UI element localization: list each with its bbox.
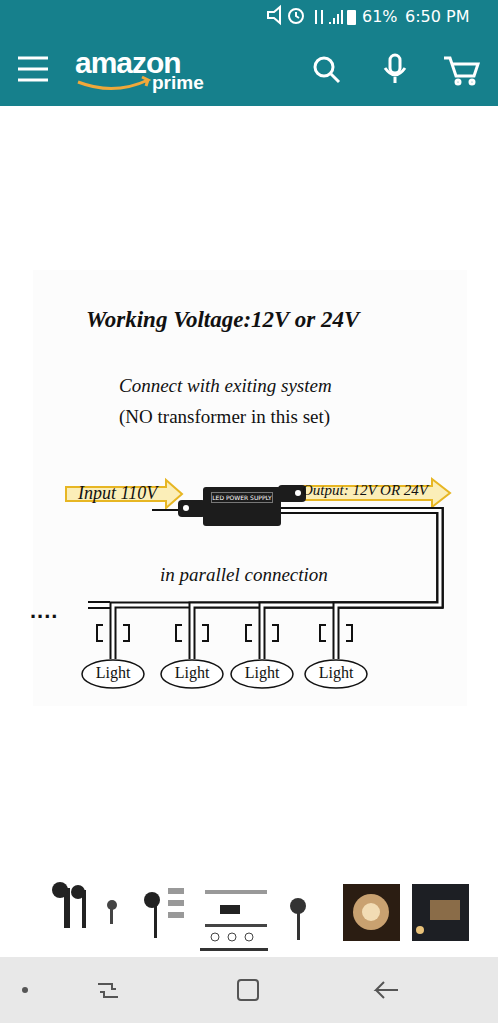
app-header xyxy=(0,0,498,106)
light-label: Light xyxy=(81,664,145,682)
cart-icon xyxy=(444,58,478,76)
input-label: Input 110V xyxy=(78,483,157,504)
menu-icon xyxy=(18,58,48,80)
cable-outer xyxy=(113,510,440,659)
light-ellipse-shape xyxy=(161,660,223,688)
light-ellipse: Light xyxy=(81,659,145,689)
light-label: Light xyxy=(160,664,224,682)
clock-time: 6:50 PM xyxy=(405,8,469,26)
output-arrow xyxy=(300,479,450,507)
cable-arrow-path xyxy=(113,510,440,659)
input-arrow xyxy=(66,480,182,508)
cart-icon xyxy=(470,80,474,84)
light-ellipse: Light xyxy=(230,659,294,689)
mounting-hole xyxy=(295,490,301,496)
recents-icon xyxy=(98,984,118,997)
device-label: LED POWER SUPPLY xyxy=(211,492,273,503)
thumbnail-strip xyxy=(52,882,469,951)
brand-sublogo: prime xyxy=(152,72,204,94)
drop-brackets xyxy=(97,625,352,641)
battery-percent: 61% xyxy=(362,8,398,26)
light-ellipse: Light xyxy=(304,659,368,689)
light-label: Light xyxy=(304,664,368,682)
mic-icon xyxy=(390,55,400,73)
light-ellipse-shape xyxy=(231,660,293,688)
nav-bar xyxy=(0,957,498,1023)
cable-connector xyxy=(113,510,440,659)
bus-wire xyxy=(88,602,110,608)
note-text: Connect with exiting system xyxy=(119,375,332,397)
search-icon xyxy=(331,74,339,82)
light-ellipse-shape xyxy=(82,660,144,688)
connection-note: in parallel connection xyxy=(160,564,328,586)
light-ellipse: Light xyxy=(160,659,224,689)
home-icon xyxy=(238,980,258,1000)
search-icon xyxy=(315,58,333,76)
cable-inner xyxy=(113,510,440,659)
product-image xyxy=(33,270,467,706)
back-icon xyxy=(376,982,398,998)
continuation-dots: .... xyxy=(30,598,58,623)
output-label: Output: 12V OR 24V xyxy=(302,482,428,499)
light-label: Light xyxy=(230,664,294,682)
mounting-tab xyxy=(278,485,306,502)
mounting-tab xyxy=(178,500,206,517)
note-text: (NO transformer in this set) xyxy=(119,406,330,428)
mic-icon xyxy=(385,68,405,83)
nav-dot xyxy=(22,987,28,993)
battery-icon xyxy=(347,10,356,25)
light-ellipse-shape xyxy=(305,660,367,688)
power-supply-box: LED POWER SUPPLY xyxy=(203,487,281,526)
cart-icon xyxy=(456,80,460,84)
status-icons xyxy=(268,7,342,24)
diagram-title: Working Voltage:12V or 24V xyxy=(86,307,359,333)
mounting-hole xyxy=(183,505,189,511)
